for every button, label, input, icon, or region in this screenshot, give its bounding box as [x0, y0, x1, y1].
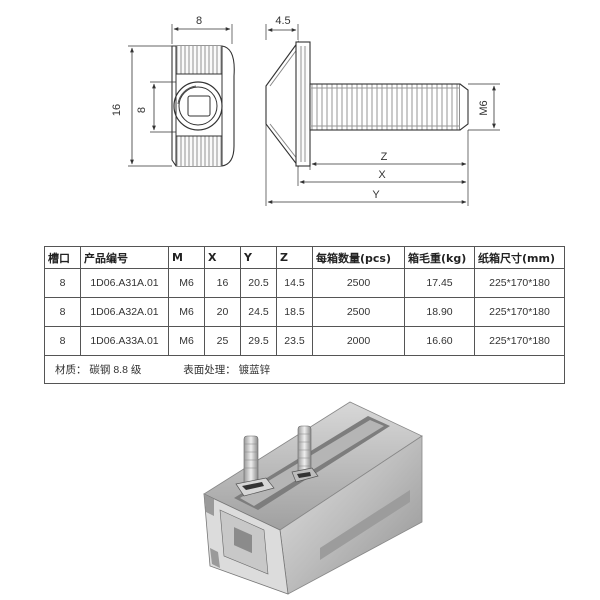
- header-cell: M: [168, 246, 205, 269]
- table-cell: 23.5: [276, 326, 313, 356]
- dim-thread-label: M6: [478, 100, 490, 115]
- header-cell: 箱毛重(kg): [404, 246, 475, 269]
- table-cell: 8: [44, 297, 81, 327]
- table-cell: 20.5: [240, 268, 277, 298]
- table-cell: 1D06.A31A.01: [80, 268, 169, 298]
- table-cell: 225*170*180: [474, 326, 565, 356]
- dim-head-label: 4.5: [275, 15, 290, 27]
- table-cell: 16.60: [404, 326, 475, 356]
- table-cell: 2000: [312, 326, 405, 356]
- table-cell: 24.5: [240, 297, 277, 327]
- technical-drawing: 8 16 8 4.5 M6 Z X Y: [111, 15, 500, 206]
- table-cell: 16: [204, 268, 241, 298]
- side-view: [265, 24, 500, 206]
- table-cell: 29.5: [240, 326, 277, 356]
- table-cell: 2500: [312, 268, 405, 298]
- table-cell: 8: [44, 268, 81, 298]
- table-cell: 2500: [312, 297, 405, 327]
- header-cell: X: [204, 246, 241, 269]
- dim-width-label: 8: [196, 15, 202, 27]
- table-cell: 225*170*180: [474, 268, 565, 298]
- table-row: 8 1D06.A31A.01 M6 16 20.5 14.5 2500 17.4…: [44, 268, 565, 298]
- table-cell: 18.5: [276, 297, 313, 327]
- surface-treatment-text: 表面处理： 镀蓝锌: [183, 364, 271, 376]
- table-row: 8 1D06.A32A.01 M6 20 24.5 18.5 2500 18.9…: [44, 297, 565, 327]
- header-cell: Y: [240, 246, 277, 269]
- table-note-row: 材质： 碳钢 8.8 级 表面处理： 镀蓝锌: [44, 355, 565, 384]
- front-view: [128, 24, 235, 167]
- table-cell: 225*170*180: [474, 297, 565, 327]
- header-cell: 每箱数量(pcs): [312, 246, 405, 269]
- dim-x-label: X: [378, 169, 386, 181]
- dim-y-label: Y: [372, 189, 380, 201]
- table-cell: 20: [204, 297, 241, 327]
- dim-z-label: Z: [381, 151, 388, 163]
- table-cell: 1D06.A33A.01: [80, 326, 169, 356]
- dim-slot-label: 8: [136, 107, 148, 113]
- material-note: 材质： 碳钢 8.8 级 表面处理： 镀蓝锌: [44, 355, 565, 384]
- header-cell: 纸箱尺寸(mm): [474, 246, 565, 269]
- spec-table: 槽口 产品编号 M X Y Z 每箱数量(pcs) 箱毛重(kg) 纸箱尺寸(m…: [44, 246, 565, 384]
- table-row: 8 1D06.A33A.01 M6 25 29.5 23.5 2000 16.6…: [44, 326, 565, 356]
- material-text: 材质： 碳钢 8.8 级: [55, 364, 142, 376]
- table-cell: 1D06.A32A.01: [80, 297, 169, 327]
- table-cell: 18.90: [404, 297, 475, 327]
- header-cell: 槽口: [44, 246, 81, 269]
- table-header-row: 槽口 产品编号 M X Y Z 每箱数量(pcs) 箱毛重(kg) 纸箱尺寸(m…: [44, 246, 565, 269]
- table-cell: 17.45: [404, 268, 475, 298]
- table-cell: 8: [44, 326, 81, 356]
- header-cell: 产品编号: [80, 246, 169, 269]
- dim-height-label: 16: [111, 104, 123, 116]
- product-render: [203, 401, 423, 595]
- header-cell: Z: [276, 246, 313, 269]
- table-cell: 14.5: [276, 268, 313, 298]
- table-cell: M6: [168, 268, 205, 298]
- table-cell: 25: [204, 326, 241, 356]
- table-cell: M6: [168, 326, 205, 356]
- table-cell: M6: [168, 297, 205, 327]
